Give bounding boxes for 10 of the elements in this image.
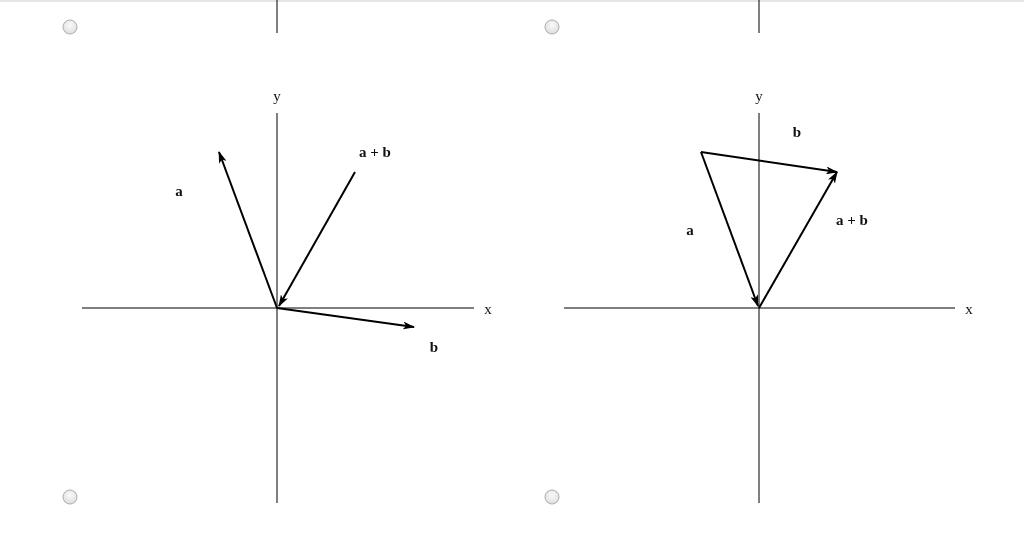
axis-label: y <box>755 88 763 104</box>
axis-label: x <box>484 301 492 317</box>
vector-label: b <box>792 124 802 140</box>
vector-label: a + b <box>836 212 868 228</box>
vector-label: a + b <box>359 144 391 160</box>
axis-label: x <box>965 301 973 317</box>
axis-label: y <box>273 88 281 104</box>
vector-label: b <box>429 339 439 355</box>
vector-label: a <box>175 183 183 199</box>
vector-label: a <box>686 222 694 238</box>
